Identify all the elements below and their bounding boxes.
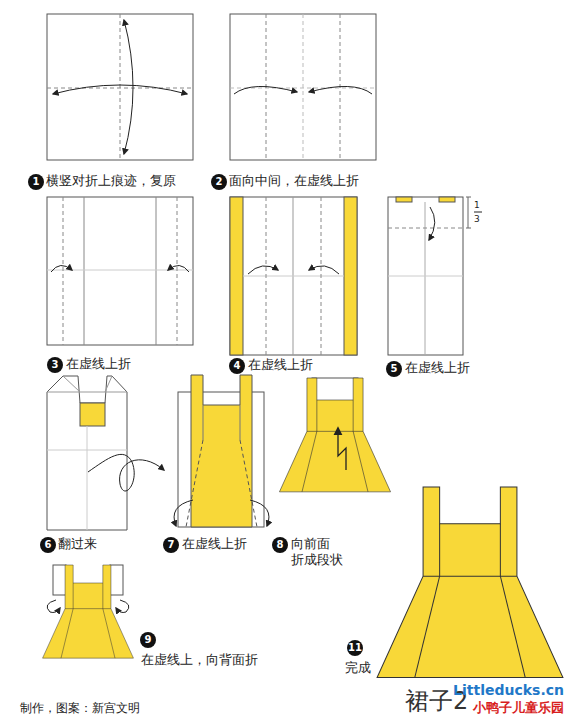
step-number: 1 (28, 174, 44, 190)
step-instruction: 在虚线上折 (248, 357, 313, 373)
step-instruction: 完成 (345, 660, 371, 676)
step-number: 6 (40, 537, 56, 553)
step-instruction: 面向中间，在虚线上折 (229, 173, 359, 189)
step-number: 7 (163, 537, 179, 553)
step-number: 4 (229, 358, 245, 374)
fraction-denominator: 3 (474, 214, 480, 224)
step-number: 2 (211, 174, 227, 190)
step-number: 3 (47, 357, 63, 373)
fraction-numerator: 1 (474, 200, 480, 210)
step-instruction: 在虚线上折 (182, 536, 247, 552)
step-instruction: 横竖对折上痕迹，复原 (46, 173, 176, 189)
step-number: 5 (386, 361, 402, 377)
watermark: 小鸭子儿童乐园 (473, 700, 564, 716)
step-number: 11 (347, 640, 363, 656)
credit-note: 制作，图案：新宫文明 (20, 700, 140, 716)
step-instruction: 向前面 折成段状 (291, 536, 344, 568)
step-instruction: 在虚线上，向背面折 (141, 652, 258, 668)
step-instruction: 翻过来 (58, 536, 97, 552)
watermark: Littleducks.cn (453, 682, 564, 698)
step-instruction: 在虚线上折 (405, 360, 470, 376)
step-number: 8 (272, 537, 288, 553)
step-number: 9 (140, 632, 156, 648)
step-instruction: 在虚线上折 (66, 356, 131, 372)
